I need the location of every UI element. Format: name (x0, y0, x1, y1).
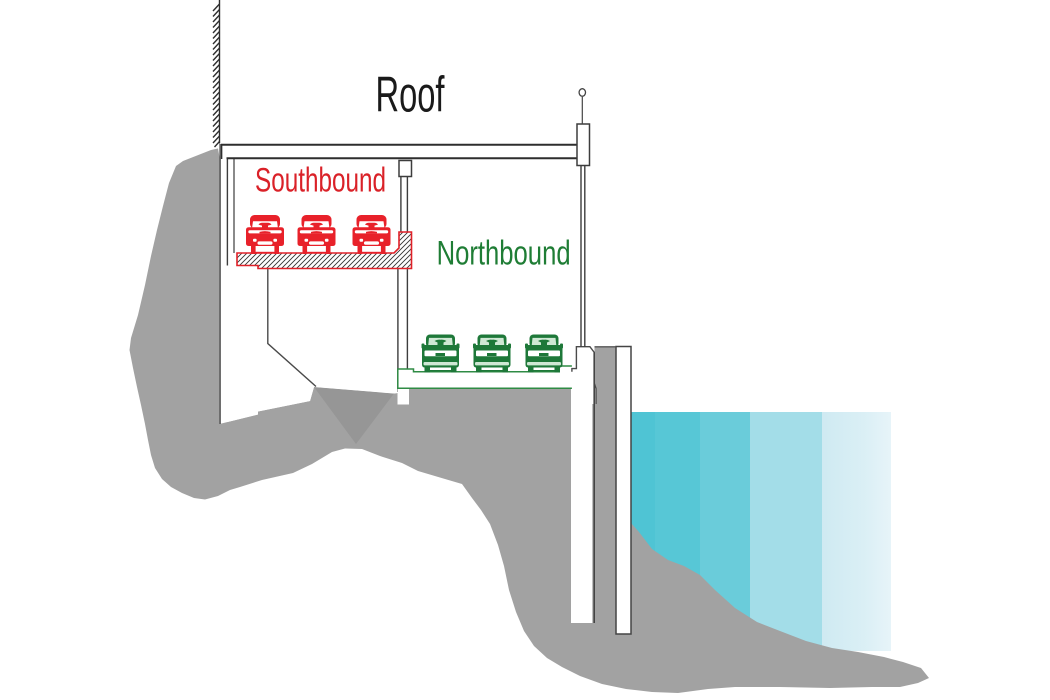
svg-text:Southbound: Southbound (255, 161, 386, 199)
svg-text:Roof: Roof (376, 66, 445, 122)
svg-text:Northbound: Northbound (437, 235, 571, 273)
